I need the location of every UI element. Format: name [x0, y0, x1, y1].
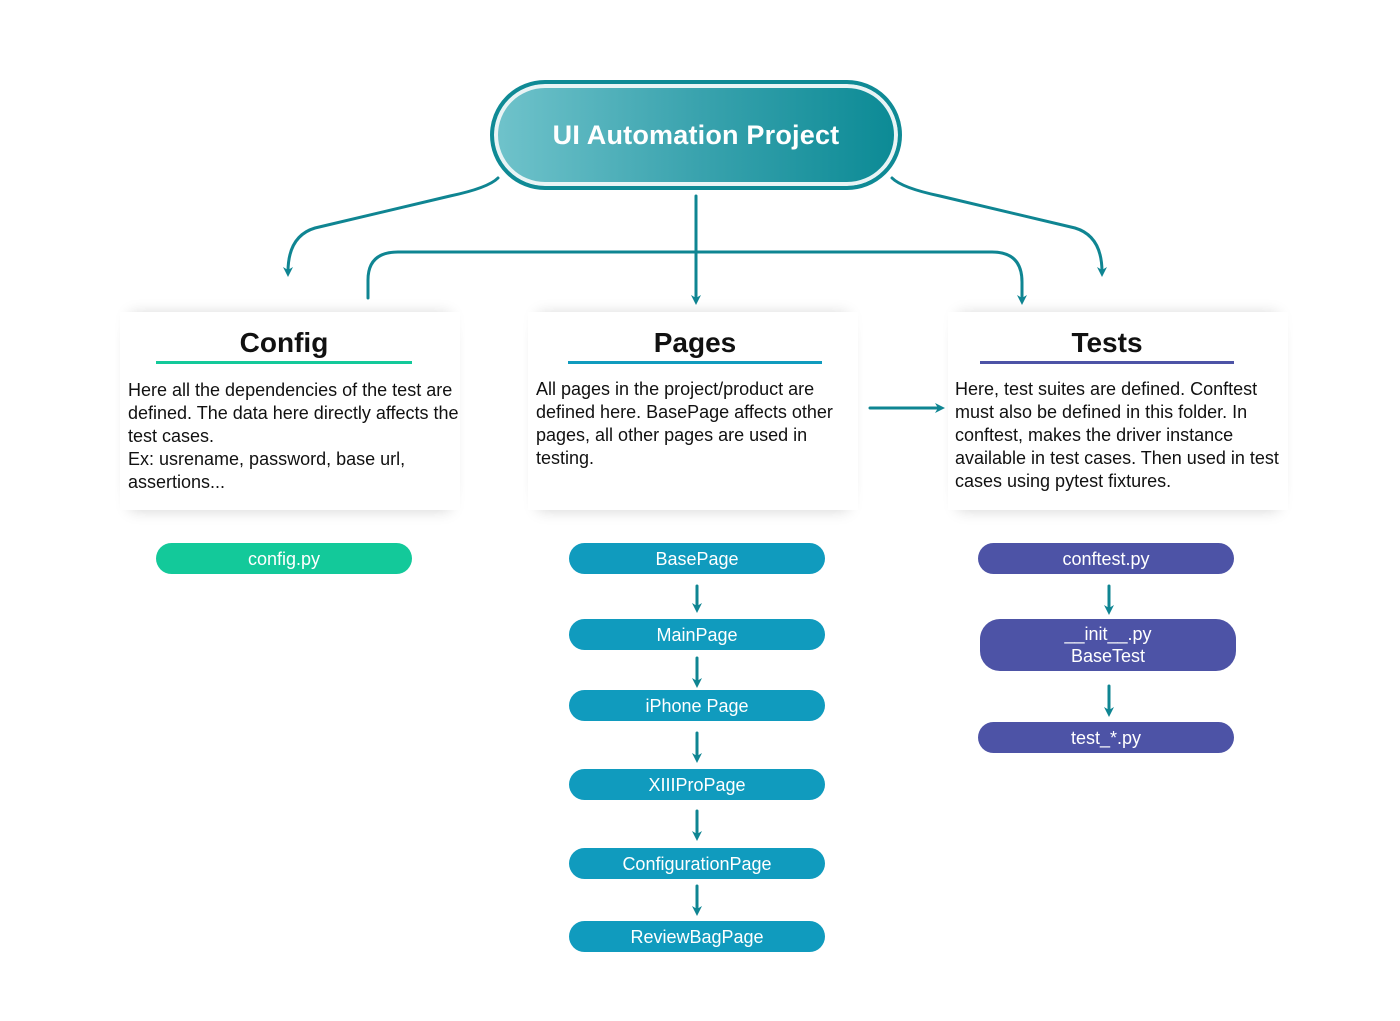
- tests-title: Tests: [1071, 327, 1143, 358]
- arrow-root-to-tests: [890, 176, 1107, 277]
- config-file-config-py: config.py: [156, 543, 412, 574]
- pages-file-reviewbagpage: ReviewBagPage: [569, 921, 825, 952]
- tests-underline: [980, 361, 1234, 364]
- tests-file-conftest-py: conftest.py: [978, 543, 1234, 574]
- pages-file-basepage: BasePage: [569, 543, 825, 574]
- config-title: Config: [239, 327, 329, 358]
- pages-file-mainpage: MainPage: [569, 619, 825, 650]
- tests-panel: [948, 312, 1288, 510]
- tests-description: Here, test suites are defined. Conftest …: [955, 379, 1279, 491]
- arrow-config-to-tests: [366, 250, 1027, 305]
- root-node: UI Automation Project: [490, 80, 902, 190]
- tests-file-test-py: test_*.py: [978, 722, 1234, 753]
- root-label: UI Automation Project: [552, 119, 840, 150]
- pages-panel: [528, 312, 858, 510]
- tests-file-init-basetest: __init__.py BaseTest: [980, 619, 1236, 671]
- pages-underline: [568, 361, 822, 364]
- pages-title: Pages: [653, 327, 737, 358]
- config-description: Here all the dependencies of the test ar…: [128, 380, 459, 492]
- pages-file-iphone-page: iPhone Page: [569, 690, 825, 721]
- arrow-root-to-config: [283, 176, 500, 277]
- config-underline: [156, 361, 412, 364]
- pages-file-configurationpage: ConfigurationPage: [569, 848, 825, 879]
- pages-description: All pages in the project/product are def…: [536, 379, 833, 468]
- config-panel: [120, 312, 460, 510]
- pages-file-xiiipropage: XIIIProPage: [569, 769, 825, 800]
